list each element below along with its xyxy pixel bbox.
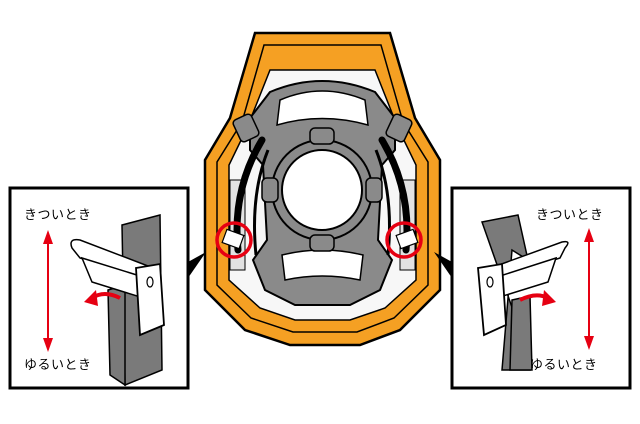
right-curved-arrow-head [542,290,556,306]
ring-tab-top [309,127,335,145]
buckle-right [385,221,423,259]
buckle-plate [135,262,165,337]
left-arrow-down [43,338,53,352]
right-arrow-up [584,228,594,242]
strap-right-inner [374,149,391,256]
buckle-plate [477,262,507,337]
left-arrow-up [43,230,53,244]
ring-tab-left [261,177,279,203]
left-label-loose: ゆるいとき [24,358,92,373]
clip-top-left [232,113,260,143]
right-label-tight: きついとき [536,208,604,223]
buckle-adjust-icon [477,240,569,337]
top-pad [276,90,369,127]
buckle-left [215,221,253,259]
right-strap-lower [509,295,533,371]
ring-tab-bottom [309,234,335,252]
left-label-tight: きついとき [24,208,92,223]
bottom-pad [281,249,364,281]
pointer-right [434,252,452,278]
right-arrow-down [584,336,594,350]
highlight-circle-right [385,221,423,259]
right-label-loose: ゆるいとき [530,358,598,373]
ring-tab-right [365,177,383,203]
highlight-circle-left [215,221,253,259]
left-callout-panel [8,186,190,390]
strap-left-inner [253,149,270,256]
buckle-adjust-icon [70,238,165,337]
pointer-left [188,252,206,278]
left-strap-lower [107,283,126,387]
right-callout-panel [450,186,632,390]
clip-top-right [385,113,413,143]
helmet-harness-icon [203,31,442,347]
left-curved-arrow-head [84,290,98,306]
harness-ring-hole [281,149,363,231]
